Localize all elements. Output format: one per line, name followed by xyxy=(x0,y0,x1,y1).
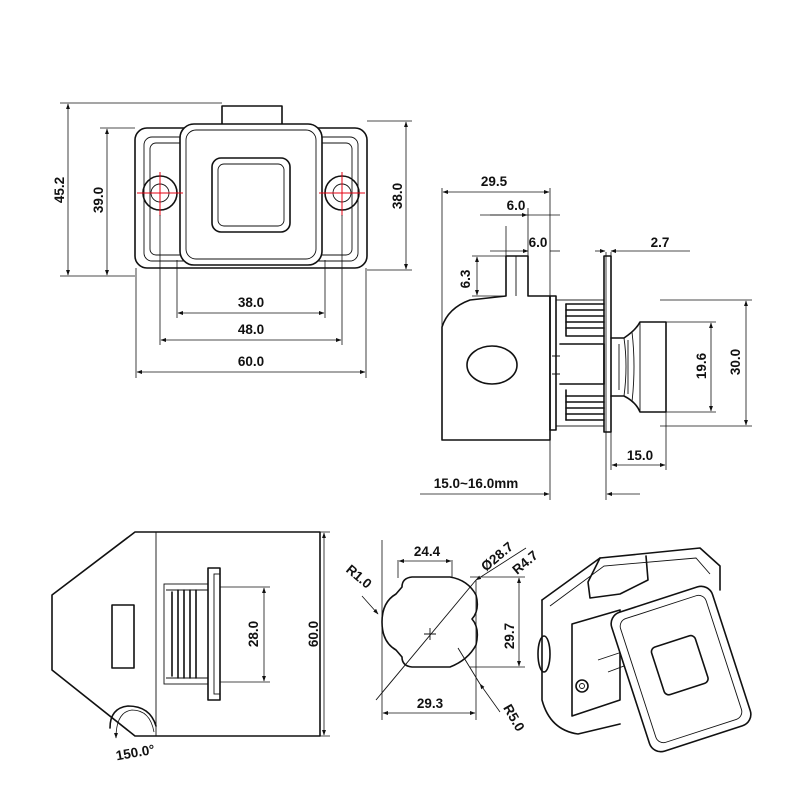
bottom-height-label: 60.0 xyxy=(306,621,321,647)
cutout-bottom-width-label: 29.3 xyxy=(417,696,444,711)
front-view: 45.2 39.0 38.0 38.0 48.0 60.0 xyxy=(52,102,412,378)
bottom-swing-angle-label: 150.0° xyxy=(115,742,156,764)
front-height-body-label: 39.0 xyxy=(91,187,106,213)
side-view-body xyxy=(441,255,667,441)
isometric-view xyxy=(537,547,752,753)
cutout-top-width-label: 24.4 xyxy=(414,544,441,559)
cutout-height-label: 29.7 xyxy=(502,623,517,649)
front-view-dimensions: 45.2 39.0 38.0 38.0 48.0 60.0 xyxy=(52,102,412,378)
side-tab-height-label: 6.3 xyxy=(458,269,473,288)
cutout-radius-small-label: R5.0 xyxy=(500,702,527,734)
side-view-dimensions: 29.5 6.0 6.0 2.7 6.3 19.6 30.0 15.0 15.0… xyxy=(420,174,752,500)
side-flange-label: 2.7 xyxy=(651,235,670,250)
cutout-shape xyxy=(375,576,481,701)
side-step-a-label: 6.0 xyxy=(507,198,526,213)
side-protrusion-label: 15.0 xyxy=(627,448,653,463)
bottom-view-dimensions: 28.0 60.0 150.0° xyxy=(114,531,330,764)
side-head-dia-label: 30.0 xyxy=(728,349,743,375)
bottom-inner-height-label: 28.0 xyxy=(246,621,261,647)
side-neck-dia-label: 19.6 xyxy=(694,352,709,379)
front-height-right-label: 38.0 xyxy=(390,183,405,209)
side-panel-thickness-label: 15.0~16.0mm xyxy=(434,476,518,491)
front-width-inner-label: 38.0 xyxy=(238,295,264,310)
front-width-overall-label: 60.0 xyxy=(238,354,264,369)
side-step-b-label: 6.0 xyxy=(529,235,548,250)
front-height-overall-label: 45.2 xyxy=(52,177,67,203)
bottom-view-body xyxy=(51,531,321,737)
front-view-body xyxy=(134,105,368,269)
side-view: 29.5 6.0 6.0 2.7 6.3 19.6 30.0 15.0 15.0… xyxy=(420,174,752,500)
cutout-corner-radius-label: R1.0 xyxy=(343,562,374,592)
cutout-dimensions: 24.4 Ø28.7 R4.7 R1.0 29.7 29.3 R5.0 xyxy=(343,539,541,734)
cutout-view: 24.4 Ø28.7 R4.7 R1.0 29.7 29.3 R5.0 xyxy=(343,539,541,734)
bottom-view: 28.0 60.0 150.0° xyxy=(51,531,330,764)
front-width-mid-label: 48.0 xyxy=(238,322,264,337)
cutout-radius-large-label: R4.7 xyxy=(509,548,540,578)
cutout-diameter-label: Ø28.7 xyxy=(478,539,516,574)
side-depth-label: 29.5 xyxy=(481,174,508,189)
